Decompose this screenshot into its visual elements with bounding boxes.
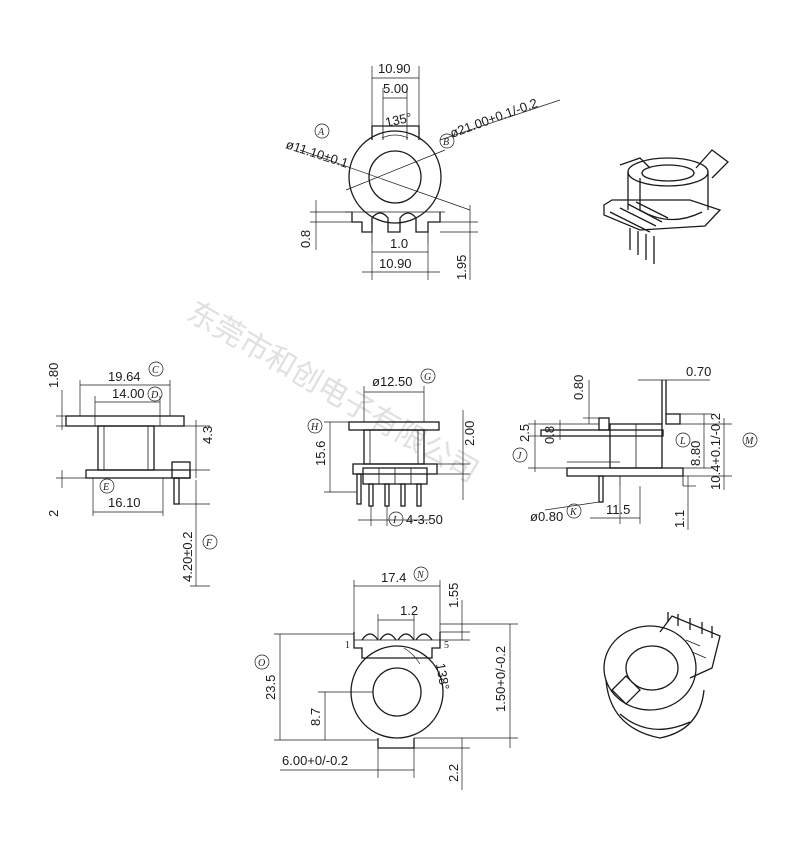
dim-1-0: 1.0 — [390, 236, 408, 251]
dim-16-10: 16.10 — [108, 495, 141, 510]
dim-10-90-top: 10.90 — [378, 61, 411, 76]
left-view: 19.64 14.00 1.80 4.3 2 16.10 4.20±0.2 C … — [46, 361, 218, 587]
dim-138-angle: 138° — [433, 662, 452, 691]
dim-pin-diameter: ø0.80 — [530, 509, 563, 524]
dim-1-50: 1.50+0/-0.2 — [493, 646, 508, 712]
pin-5-label: 5 — [444, 640, 449, 651]
pin-1-label: 1 — [345, 640, 350, 651]
dim-12-50: ø12.50 — [372, 374, 412, 389]
dim-8-7: 8.7 — [308, 708, 323, 726]
dim-2-5: 2.5 — [517, 424, 532, 442]
isometric-view-top — [603, 149, 729, 264]
dim-inner-diameter: ø11.10±0.1 — [284, 137, 350, 171]
dim-17-4: 17.4 — [381, 570, 406, 585]
tag-d: D — [150, 390, 159, 401]
dim-0-70: 0.70 — [686, 364, 711, 379]
tag-j: J — [517, 451, 522, 462]
dim-pin-pitch: 4-3.50 — [406, 512, 443, 527]
dim-15-6: 15.6 — [313, 441, 328, 466]
bottom-view: 17.4 1.55 1.2 1 5 138° 23.5 8.7 1.50+0/-… — [254, 566, 518, 790]
dim-14-00: 14.00 — [112, 386, 145, 401]
dim-4-3: 4.3 — [200, 426, 215, 444]
dim-1-2: 1.2 — [400, 603, 418, 618]
tag-e: E — [102, 482, 109, 493]
tag-a: A — [317, 127, 325, 138]
dim-1-95: 1.95 — [454, 255, 469, 280]
tag-h: H — [310, 422, 319, 433]
front-view: ø12.50 15.6 2.00 4-3.50 G H I — [307, 368, 477, 527]
tag-l: L — [679, 436, 686, 447]
top-view: 10.90 5.00 135° ø11.10±0.1 ø21.00+0.1/-0… — [284, 61, 561, 280]
tag-c: C — [152, 365, 159, 376]
dim-6-00: 6.00+0/-0.2 — [282, 753, 348, 768]
dim-10-4: 10.4+0.1/-0.2 — [708, 413, 723, 490]
tag-i: I — [392, 515, 397, 526]
tag-o: O — [258, 658, 265, 669]
dim-23-5: 23.5 — [263, 675, 278, 700]
dim-2: 2 — [46, 510, 61, 517]
dim-2-2: 2.2 — [446, 764, 461, 782]
dim-1-55: 1.55 — [446, 583, 461, 608]
watermark: 东莞市和创电子有限公司 — [181, 295, 484, 490]
isometric-view-bottom — [603, 612, 721, 739]
dim-11-5: 11.5 — [606, 502, 630, 517]
dim-0-8: 0.8 — [298, 230, 313, 248]
dim-1-80: 1.80 — [46, 363, 61, 388]
dim-10-90-bottom: 10.90 — [379, 256, 412, 271]
tag-b: B — [443, 137, 449, 148]
dim-8-80: 8.80 — [688, 441, 703, 466]
dim-5-00: 5.00 — [383, 81, 408, 96]
dim-135-angle: 135° — [384, 110, 413, 130]
dim-1-1: 1.1 — [672, 510, 687, 528]
tag-f: F — [205, 538, 213, 549]
dim-4-20: 4.20±0.2 — [180, 531, 195, 582]
right-view: 0.80 0.70 2.5 0.8 8.80 10.4+0.1/-0.2 ø0.… — [512, 364, 758, 530]
tag-k: K — [569, 507, 578, 518]
dim-2-00: 2.00 — [462, 421, 477, 446]
tag-n: N — [416, 570, 425, 581]
tag-m: M — [744, 436, 754, 447]
tag-g: G — [424, 372, 431, 383]
dim-0-80: 0.80 — [571, 375, 586, 400]
dim-19-64: 19.64 — [108, 369, 141, 384]
dim-0-8-right: 0.8 — [542, 426, 557, 444]
dim-outer-diameter: ø21.00+0.1/-0.2 — [448, 95, 540, 141]
